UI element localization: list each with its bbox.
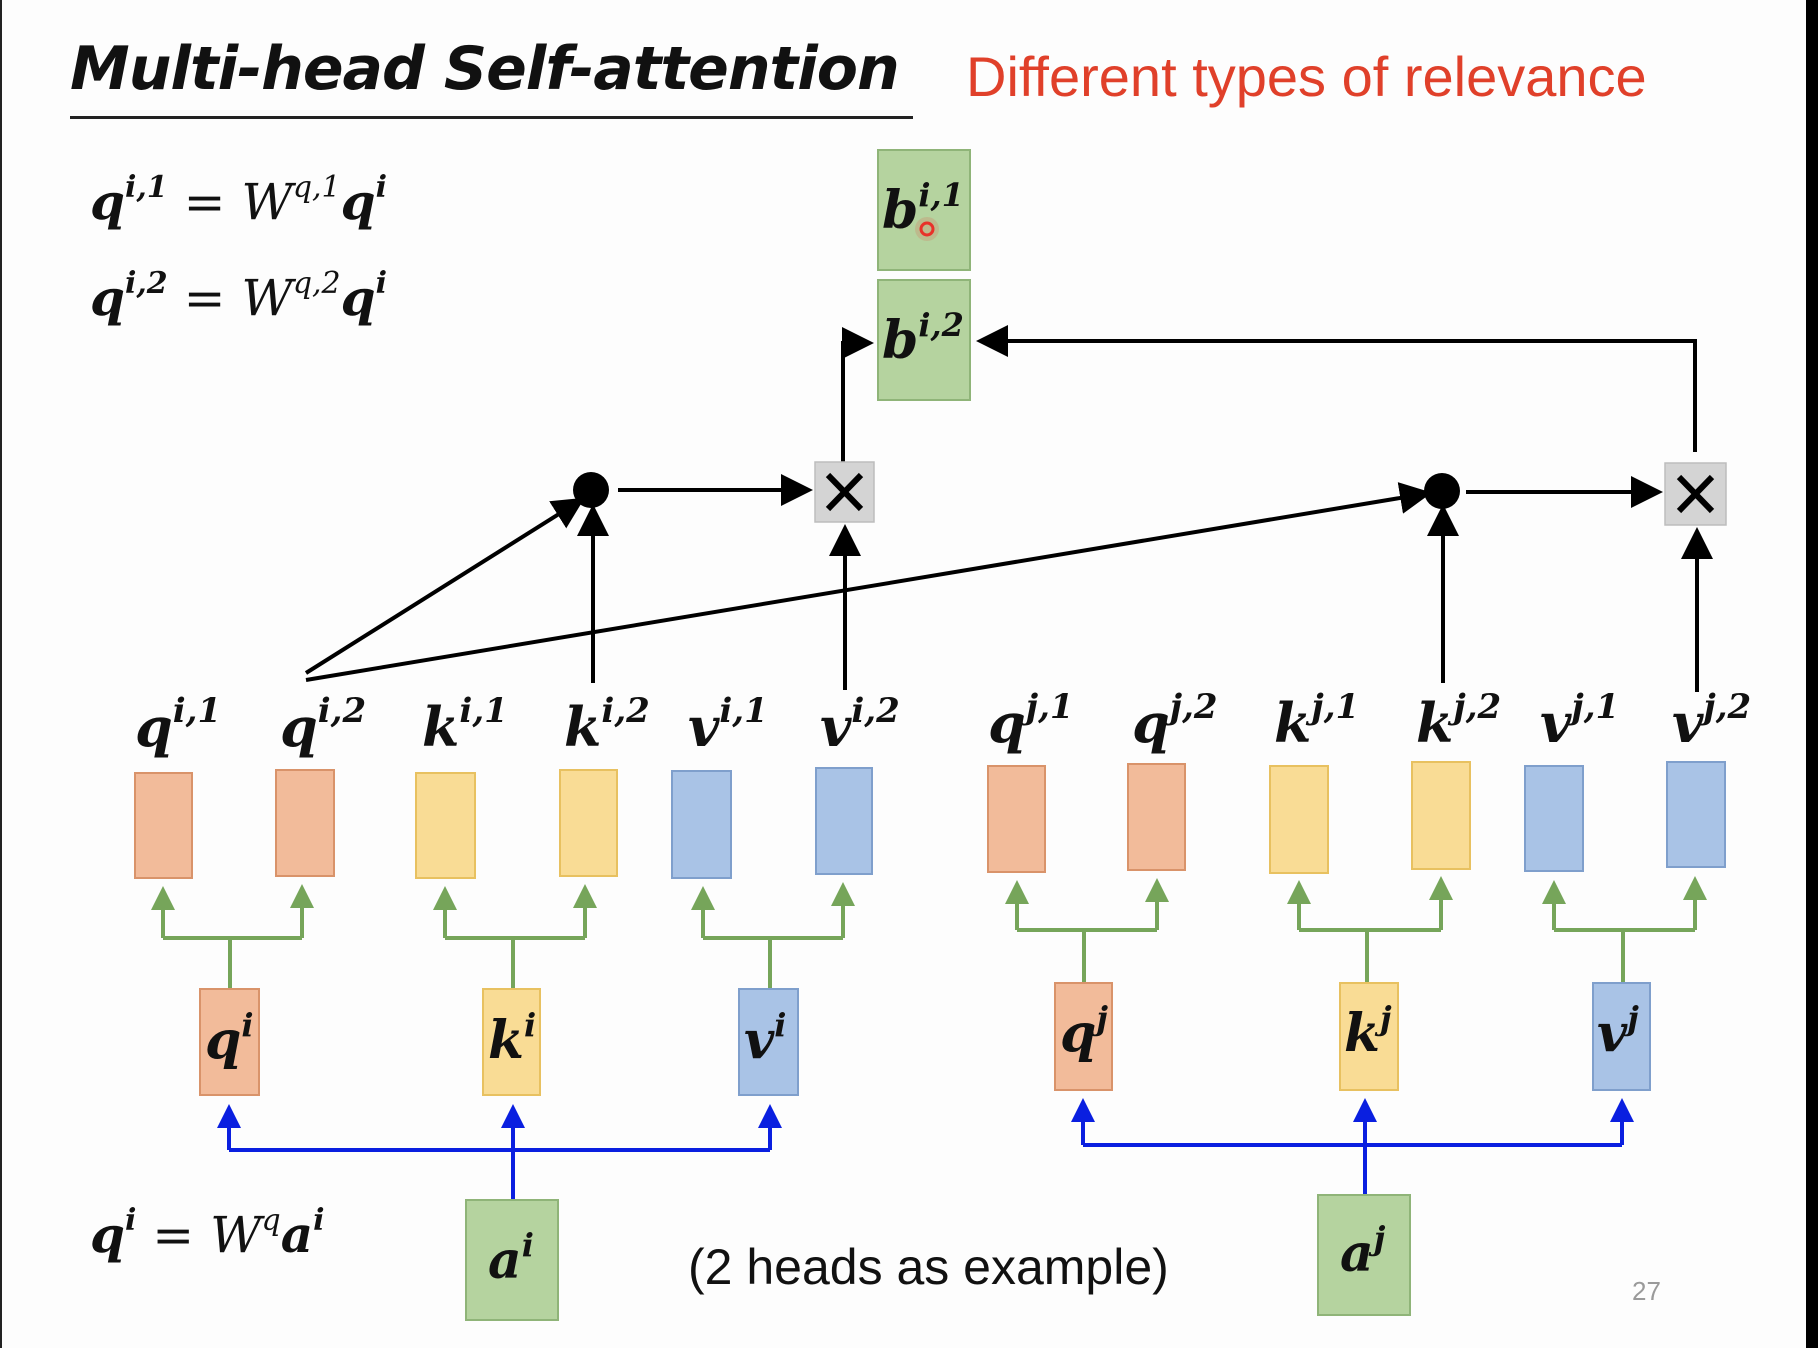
cursor-marker-icon [919, 221, 935, 237]
label-b-i-2: bi,2 [882, 306, 964, 371]
slide-title: Multi-head Self-attention [70, 34, 900, 104]
label-a-j: aj [1340, 1219, 1386, 1284]
label-a-i: ai [488, 1226, 534, 1291]
box-q-i [199, 988, 260, 1096]
title-underline [70, 116, 913, 119]
output-box-b-i-1 [877, 149, 971, 271]
arrow-q-i-2-to-dot-i [304, 497, 585, 675]
label-q-j: qj [1060, 999, 1108, 1064]
equation-q-i-1: qi,1 = Wq,1qi [90, 170, 388, 231]
label-k-i-1: ki,1 [422, 691, 508, 759]
label-k-j-2: kj,2 [1416, 687, 1502, 755]
arrow-multiply-j-to-b-i-2 [976, 325, 1697, 452]
input-box-a-i [465, 1199, 559, 1321]
box-q-j [1054, 982, 1113, 1091]
label-v-j: vj [1597, 999, 1639, 1064]
vector-v-j-1 [1524, 765, 1584, 872]
label-v-i-2: vi,2 [820, 691, 900, 759]
label-q-j-1: qj,1 [988, 687, 1074, 755]
output-box-b-i-2 [877, 279, 971, 401]
label-k-i: ki [488, 1006, 537, 1071]
left-frame-edge [0, 0, 2, 1348]
label-q-i: qi [205, 1006, 254, 1071]
split-arrows-v-j [1542, 876, 1707, 982]
equation-q-i: qi = Wqai [90, 1203, 325, 1264]
label-v-i: vi [744, 1006, 787, 1071]
split-arrows-q-j [1005, 878, 1169, 982]
vector-v-j-2 [1666, 761, 1726, 868]
label-v-j-2: vj,2 [1672, 687, 1752, 755]
label-v-i-1: vi,1 [688, 691, 768, 759]
label-q-i-1: qi,1 [135, 691, 222, 759]
vector-k-i-2 [559, 769, 618, 877]
vector-q-j-2 [1127, 763, 1186, 871]
projection-arrows-j [1071, 1098, 1634, 1195]
vector-k-j-2 [1411, 761, 1471, 870]
label-q-j-2: qj,2 [1132, 687, 1218, 755]
box-v-j [1592, 982, 1651, 1091]
dot-product-icon-i [573, 472, 609, 508]
label-k-j: kj [1344, 999, 1392, 1064]
equation-q-i-2: qi,2 = Wq,2qi [90, 266, 388, 327]
projection-arrows-i [217, 1104, 782, 1200]
vector-k-j-1 [1269, 765, 1329, 874]
box-v-i [738, 988, 799, 1096]
split-arrows-k-j [1287, 876, 1453, 982]
label-b-i-1: bi,1 [882, 176, 964, 241]
vector-q-i-1 [134, 772, 193, 879]
vector-q-i-2 [275, 769, 335, 877]
vector-k-i-1 [415, 772, 476, 879]
dot-product-icon-j [1424, 473, 1460, 509]
label-q-i-2: qi,2 [280, 691, 367, 759]
box-k-i [482, 988, 541, 1096]
input-box-a-j [1317, 1194, 1411, 1316]
page-number: 27 [1632, 1276, 1661, 1306]
split-arrows-v-i [691, 882, 855, 988]
split-arrows-k-i [433, 884, 597, 988]
label-k-j-1: kj,1 [1274, 687, 1360, 755]
heads-note: (2 heads as example) [688, 1239, 1169, 1295]
label-k-i-2: ki,2 [564, 691, 650, 759]
vector-q-j-1 [987, 765, 1046, 873]
right-frame-edge [1806, 0, 1818, 1348]
multiply-icon-i [814, 461, 875, 523]
split-arrows-q-i [151, 884, 314, 988]
arrow-q-i-2-to-dot-j [305, 482, 1432, 682]
slide-subtitle: Different types of relevance [966, 45, 1647, 108]
multiply-icon-j [1664, 462, 1727, 526]
label-v-j-1: vj,1 [1540, 687, 1620, 755]
vector-v-i-1 [671, 770, 732, 879]
box-k-j [1339, 982, 1399, 1091]
cursor-glow [915, 217, 939, 241]
vector-v-i-2 [815, 767, 873, 875]
arrow-multiply-i-to-b-i-2 [841, 327, 874, 462]
